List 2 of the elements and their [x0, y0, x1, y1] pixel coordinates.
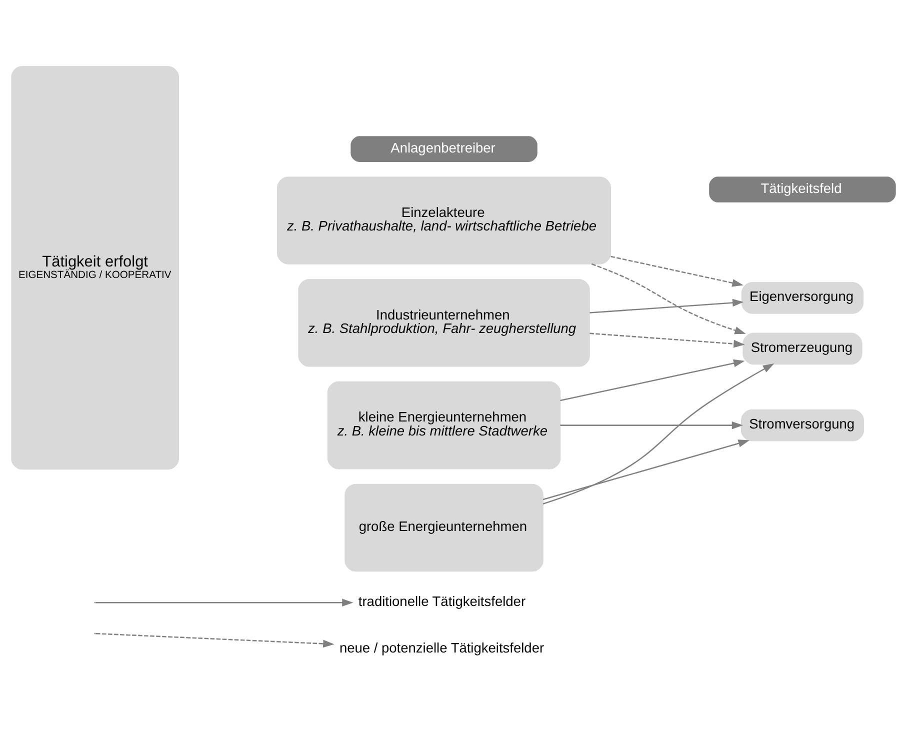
legend-label: neue / potenzielle Tätigkeitsfelder [339, 640, 544, 656]
legend-label: traditionelle Tätigkeitsfelder [358, 594, 526, 609]
